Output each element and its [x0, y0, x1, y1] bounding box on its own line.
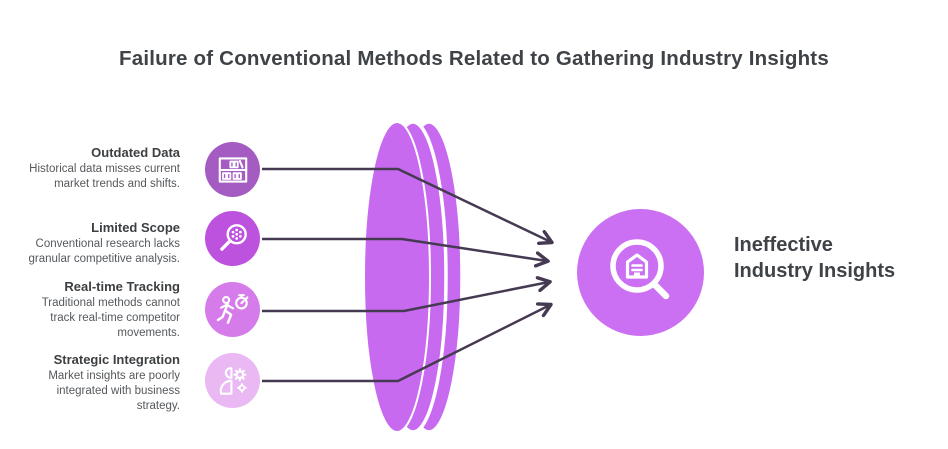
bookshelf-icon [205, 142, 260, 197]
item-title: Real-time Tracking [64, 279, 180, 294]
magnifier-dots-icon [205, 211, 260, 266]
item-outdated-data: Outdated Data Historical data misses cur… [8, 145, 180, 192]
item-description: Traditional methods cannot track real-ti… [41, 297, 180, 339]
connector-arrows [262, 167, 551, 383]
result-label: Ineffective Industry Insights [734, 234, 896, 282]
item-description: Market insights are poorly integrated wi… [48, 370, 180, 412]
item-title: Outdated Data [91, 145, 180, 160]
person-gears-icon [205, 353, 260, 408]
item-limited-scope: Limited Scope Conventional research lack… [8, 220, 181, 267]
connector-arrow-1 [262, 167, 551, 242]
runner-stopwatch-icon [205, 282, 260, 337]
lens-front-layer [363, 121, 431, 433]
item-realtime-tracking: Real-time Tracking Traditional methods c… [8, 279, 180, 341]
item-title: Strategic Integration [53, 352, 180, 367]
magnifier-building-icon [577, 209, 704, 336]
connector-arrow-2 [262, 237, 547, 261]
funnel-lens [363, 120, 464, 434]
diagram-title: Failure of Conventional Methods Related … [119, 47, 829, 70]
item-strategic-integration: Strategic Integration Market insights ar… [8, 352, 180, 414]
item-description: Conventional research lacks granular com… [28, 238, 181, 265]
connector-arrow-3 [262, 282, 549, 313]
item-title: Limited Scope [91, 220, 180, 235]
connector-arrow-4 [262, 305, 550, 383]
item-description: Historical data misses current market tr… [29, 163, 180, 190]
